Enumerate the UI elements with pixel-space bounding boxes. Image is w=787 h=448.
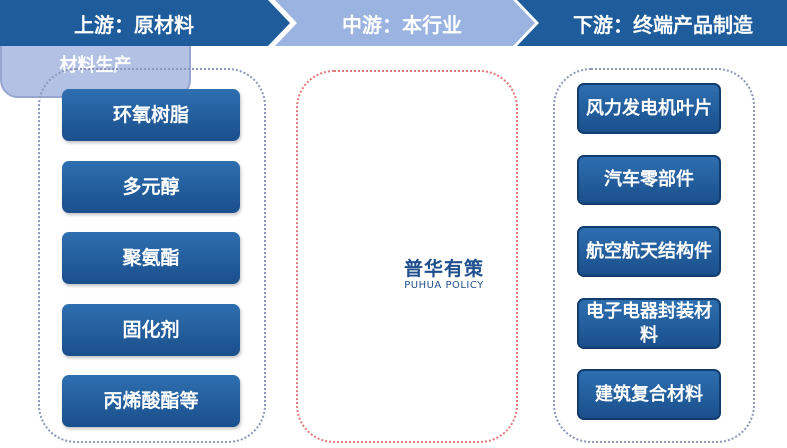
upstream-item-polyol: 多元醇: [62, 161, 240, 213]
upstream-banner: 上游：原材料: [0, 0, 290, 46]
upstream-item-epoxy: 环氧树脂: [62, 89, 240, 141]
downstream-title: 下游：终端产品制造: [573, 12, 753, 37]
watermark-en: PUHUA POLICY: [404, 280, 484, 291]
upstream-item-curing-agent: 固化剂: [62, 304, 240, 356]
upstream-panel: [38, 68, 266, 443]
midstream-panel: [296, 70, 518, 443]
upstream-item-polyurethane: 聚氨酯: [62, 232, 240, 284]
downstream-item-wind-blade: 风力发电机叶片: [577, 83, 721, 134]
downstream-panel: [553, 68, 755, 443]
watermark-cn: 普华有策: [404, 258, 485, 280]
upstream-item-acrylate: 丙烯酸酯等: [62, 375, 240, 427]
downstream-banner: 下游：终端产品制造: [517, 0, 787, 46]
downstream-item-construction: 建筑复合材料: [577, 369, 721, 420]
upstream-title: 上游：原材料: [74, 12, 194, 37]
downstream-item-electronics: 电子电器封装材料: [577, 298, 721, 349]
downstream-item-aerospace: 航空航天结构件: [577, 226, 721, 277]
watermark: 普华有策 PUHUA POLICY: [404, 258, 484, 292]
midstream-banner: 中游：本行业: [275, 0, 535, 46]
downstream-item-auto-parts: 汽车零部件: [577, 155, 721, 205]
midstream-title: 中游：本行业: [342, 12, 462, 37]
